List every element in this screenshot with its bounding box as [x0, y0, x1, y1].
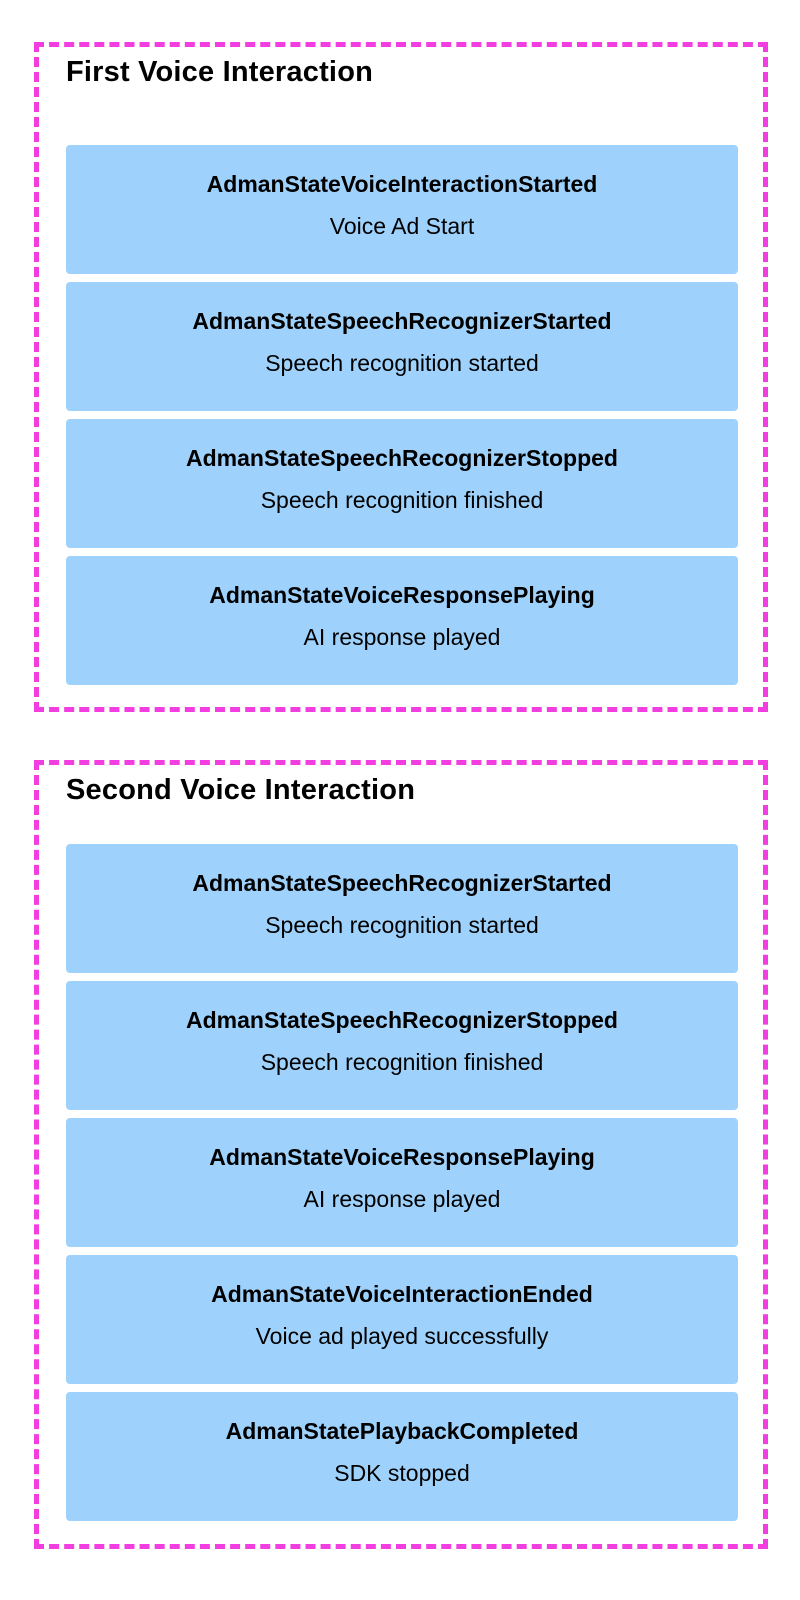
state-description: SDK stopped [334, 1460, 470, 1486]
state-name: AdmanStatePlaybackCompleted [225, 1418, 579, 1444]
state-stack: AdmanStateVoiceInteractionStarted Voice … [66, 145, 738, 693]
state-box: AdmanStatePlaybackCompleted SDK stopped [66, 1392, 738, 1521]
state-description: Speech recognition started [265, 350, 539, 376]
first-voice-interaction-group: First Voice Interaction AdmanStateVoiceI… [34, 42, 768, 712]
state-name: AdmanStateVoiceInteractionEnded [211, 1281, 593, 1307]
state-name: AdmanStateSpeechRecognizerStarted [192, 308, 612, 334]
state-description: AI response played [303, 624, 501, 650]
state-box: AdmanStateVoiceResponsePlaying AI respon… [66, 1118, 738, 1247]
state-name: AdmanStateSpeechRecognizerStopped [186, 1007, 618, 1033]
state-description: AI response played [303, 1186, 501, 1212]
state-name: AdmanStateSpeechRecognizerStopped [186, 445, 618, 471]
state-name: AdmanStateVoiceInteractionStarted [206, 171, 598, 197]
state-description: Speech recognition finished [260, 487, 544, 513]
state-description: Voice Ad Start [329, 213, 475, 239]
state-box: AdmanStateVoiceInteractionStarted Voice … [66, 145, 738, 274]
group-title: First Voice Interaction [66, 56, 374, 88]
state-box: AdmanStateSpeechRecognizerStopped Speech… [66, 419, 738, 548]
state-name: AdmanStateVoiceResponsePlaying [209, 582, 595, 608]
state-description: Speech recognition started [265, 912, 539, 938]
state-name: AdmanStateVoiceResponsePlaying [209, 1144, 595, 1170]
state-box: AdmanStateSpeechRecognizerStopped Speech… [66, 981, 738, 1110]
state-description: Speech recognition finished [260, 1049, 544, 1075]
state-box: AdmanStateVoiceInteractionEnded Voice ad… [66, 1255, 738, 1384]
group-title: Second Voice Interaction [66, 774, 416, 806]
state-box: AdmanStateSpeechRecognizerStarted Speech… [66, 844, 738, 973]
second-voice-interaction-group: Second Voice Interaction AdmanStateSpeec… [34, 760, 768, 1549]
state-name: AdmanStateSpeechRecognizerStarted [192, 870, 612, 896]
state-description: Voice ad played successfully [255, 1323, 549, 1349]
state-box: AdmanStateVoiceResponsePlaying AI respon… [66, 556, 738, 685]
state-box: AdmanStateSpeechRecognizerStarted Speech… [66, 282, 738, 411]
state-stack: AdmanStateSpeechRecognizerStarted Speech… [66, 844, 738, 1529]
